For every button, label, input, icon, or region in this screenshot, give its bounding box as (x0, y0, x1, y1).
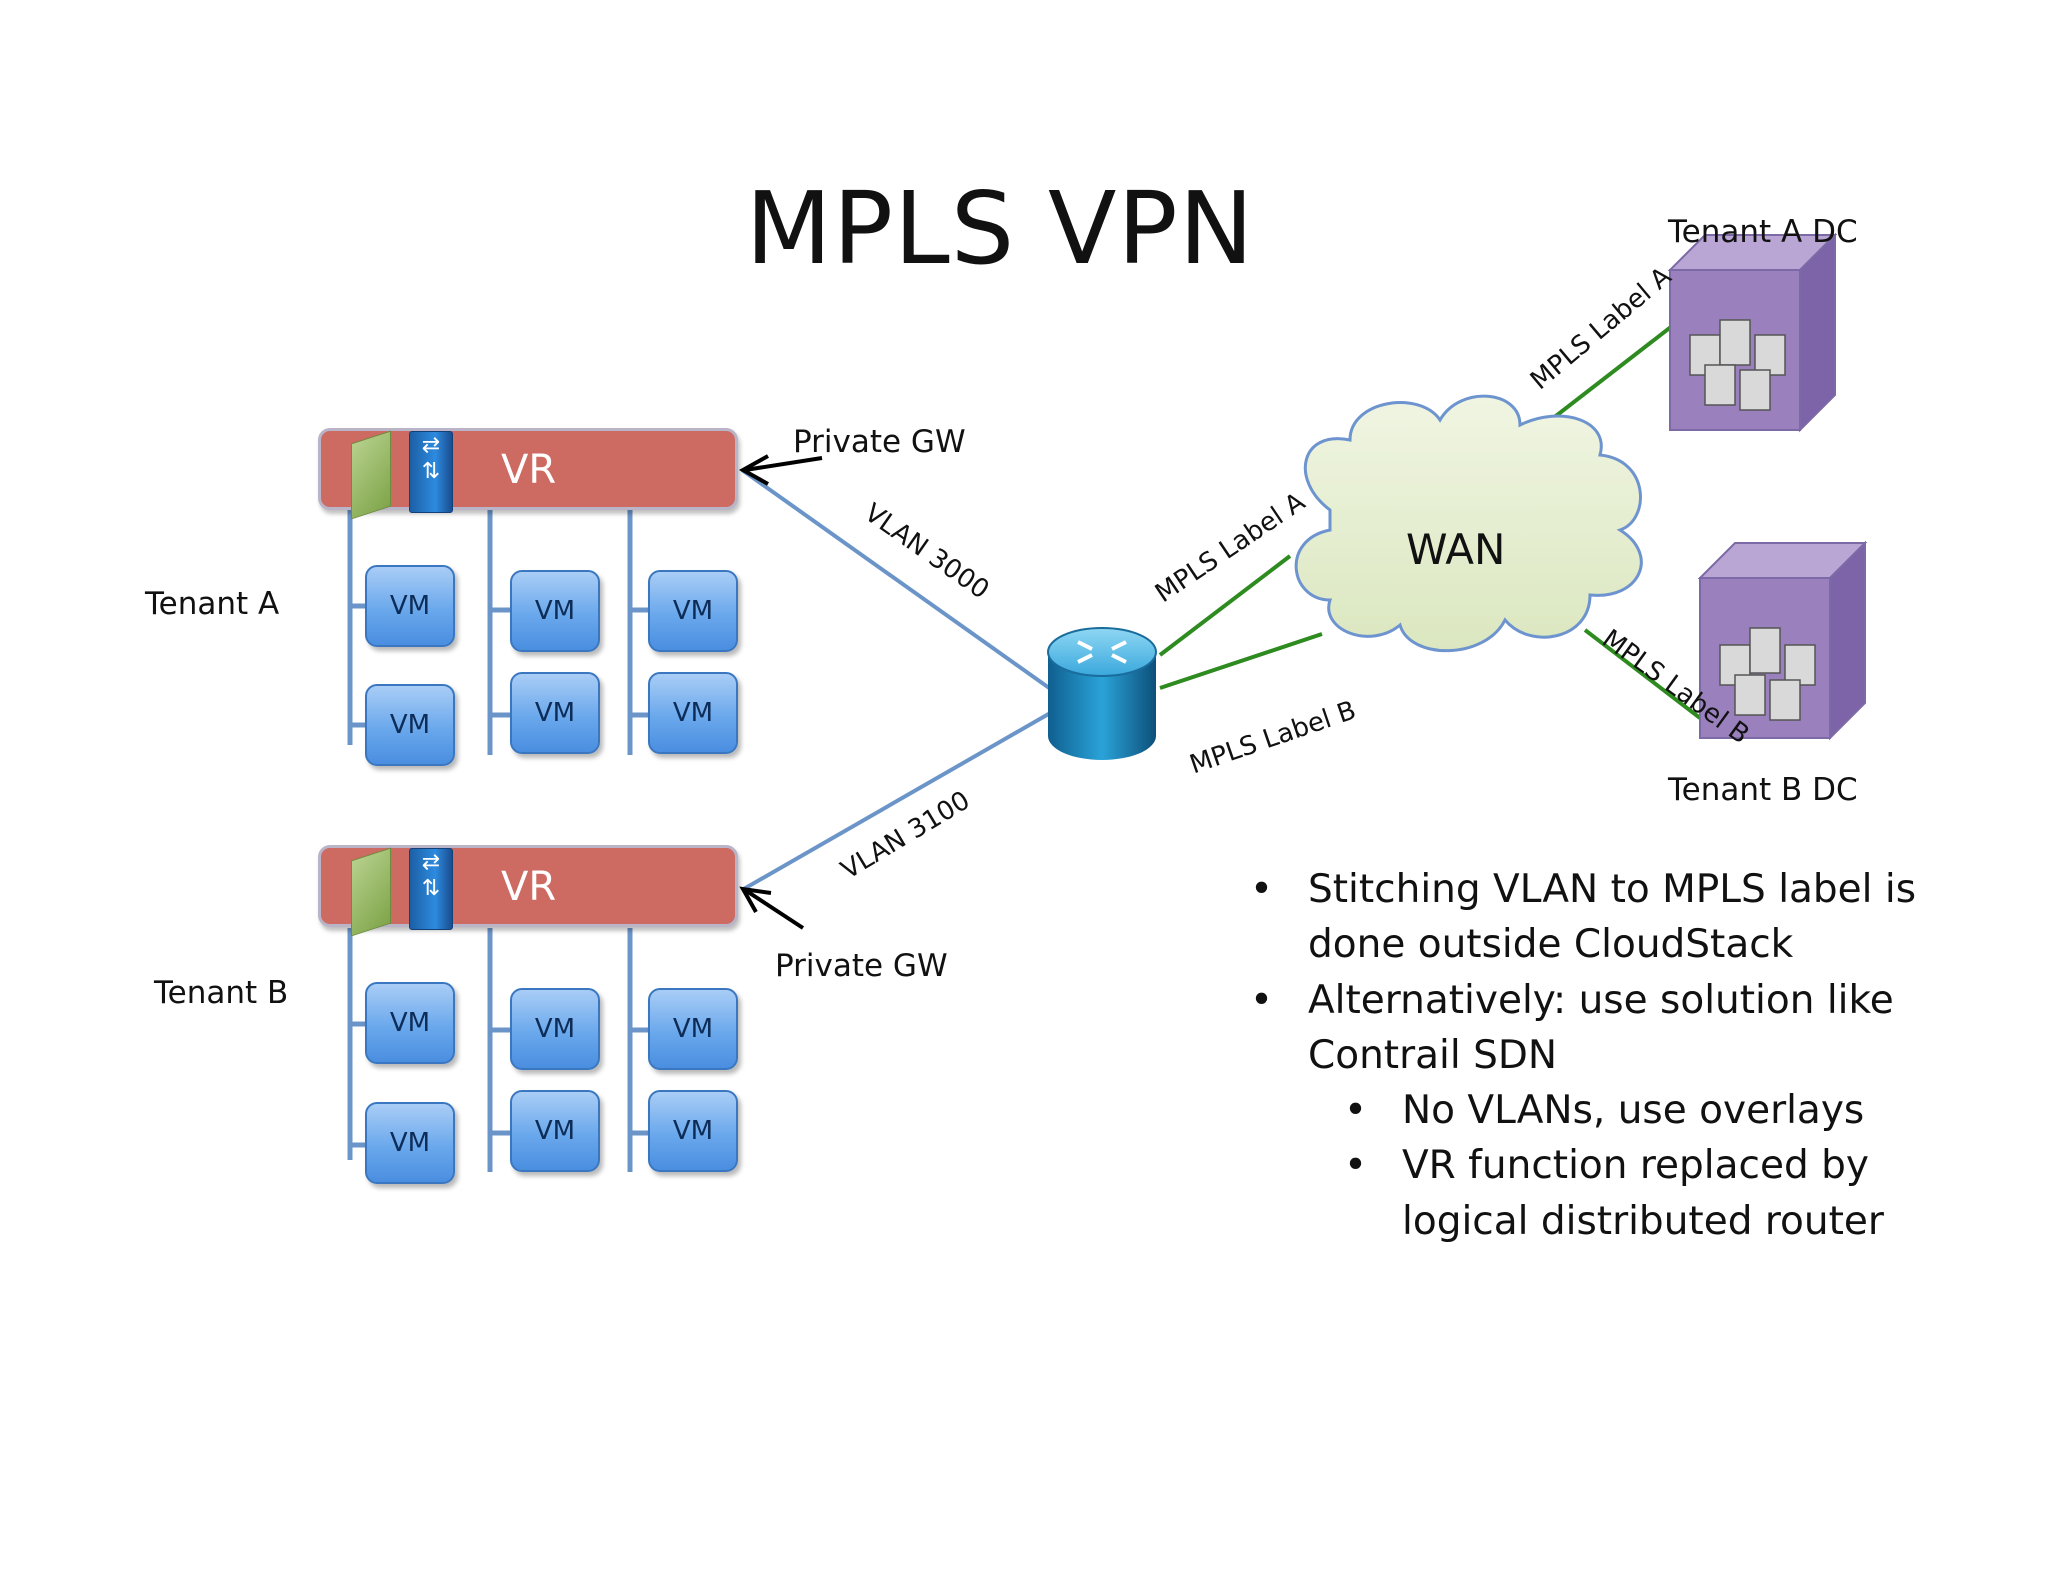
mpls-label-b-dc-link (1583, 628, 1702, 720)
tenant-a-vr-label: VR (501, 447, 557, 493)
tenant-b-vr-label: VR (501, 864, 557, 910)
tenant-a-vm: VM (365, 684, 455, 766)
tenant-a-vm: VM (510, 672, 600, 754)
sub-bullet-marker: • (1344, 1088, 1368, 1133)
sub-bullet-text: VR function replaced by (1402, 1143, 1869, 1188)
tenant-b-vm: VM (365, 982, 455, 1064)
bullet-marker: • (1250, 867, 1274, 912)
bullet-text: done outside CloudStack (1308, 922, 1794, 967)
tenant-b-vm: VM (648, 988, 738, 1070)
private-gw-label-b: Private GW (775, 948, 948, 984)
firewall-icon (351, 847, 391, 937)
sub-bullet-text: No VLANs, use overlays (1402, 1088, 1865, 1133)
wan-label: WAN (1406, 525, 1506, 574)
tenant-a-label: Tenant A (145, 586, 280, 622)
switch-icon: ⇄⇅ (409, 848, 453, 930)
tenant-b-vr-bar: ⇄⇅ VR (318, 845, 738, 937)
tenant-a-dc-label: Tenant A DC (1668, 214, 1858, 250)
tenant-a-vm: VM (365, 565, 455, 647)
sub-bullet-marker: • (1344, 1143, 1368, 1188)
private-gw-label-a: Private GW (793, 424, 966, 460)
mpls-label-a-link (1158, 554, 1292, 657)
bullet-text: Contrail SDN (1308, 1033, 1558, 1078)
page-title: MPLS VPN (745, 170, 1255, 287)
tenant-a-vm: VM (648, 672, 738, 754)
tenant-b-vm: VM (648, 1090, 738, 1172)
private-gw-arrow-b (739, 886, 805, 930)
bullet-text: Stitching VLAN to MPLS label is (1308, 867, 1917, 912)
firewall-icon (351, 430, 391, 520)
router-icon (1047, 627, 1157, 760)
wan-cloud-icon (1294, 394, 1643, 653)
bullet-marker: • (1250, 978, 1274, 1023)
tenant-b-dc-icon (1697, 540, 1868, 741)
tenant-b-vm: VM (365, 1102, 455, 1184)
tenant-b-dc-label: Tenant B DC (1668, 772, 1858, 808)
mpls-label-b-link (1159, 632, 1323, 690)
tenant-b-vm: VM (510, 1090, 600, 1172)
tenant-b-label: Tenant B (154, 975, 289, 1011)
switch-icon: ⇄⇅ (409, 431, 453, 513)
private-gw-arrow-a (738, 454, 823, 486)
tenant-a-dc-icon (1667, 232, 1838, 433)
tenant-a-vm: VM (648, 570, 738, 652)
tenant-a-vm: VM (510, 570, 600, 652)
tenant-b-bus-lines (347, 928, 650, 1172)
tenant-b-vm: VM (510, 988, 600, 1070)
vlan-3000-link (740, 468, 1054, 692)
bullet-text: Alternatively: use solution like (1308, 978, 1894, 1023)
sub-bullet-text: logical distributed router (1402, 1199, 1884, 1244)
vlan-3100-link (741, 710, 1053, 892)
tenant-a-vr-bar: ⇄⇅ VR (318, 428, 738, 520)
